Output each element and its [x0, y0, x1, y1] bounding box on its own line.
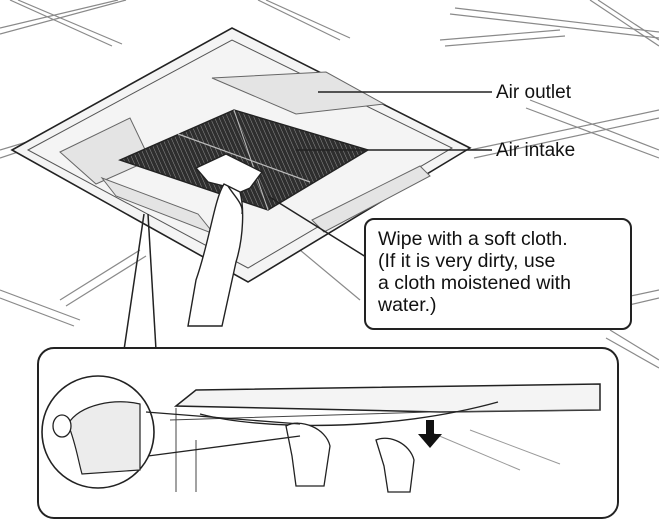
- callout-line-4: water.): [378, 294, 437, 316]
- callout-line-2: (If it is very dirty, use: [378, 250, 556, 272]
- leader-lines: [123, 91, 492, 351]
- callout-line-3: a cloth moistened with: [378, 272, 571, 294]
- detail-panel: [37, 347, 619, 519]
- air-outlet-vanes: [59, 71, 431, 236]
- callout-line-1: Wipe with a soft cloth.: [378, 228, 568, 250]
- air-outlet-label: Air outlet: [496, 82, 571, 103]
- down-arrow-icon: [418, 420, 442, 448]
- hand-with-cloth-icon: [187, 153, 264, 327]
- air-intake-label: Air intake: [496, 140, 576, 161]
- ceiling-grid: [0, 0, 659, 369]
- instruction-callout: Wipe with a soft cloth. (If it is very d…: [364, 218, 632, 330]
